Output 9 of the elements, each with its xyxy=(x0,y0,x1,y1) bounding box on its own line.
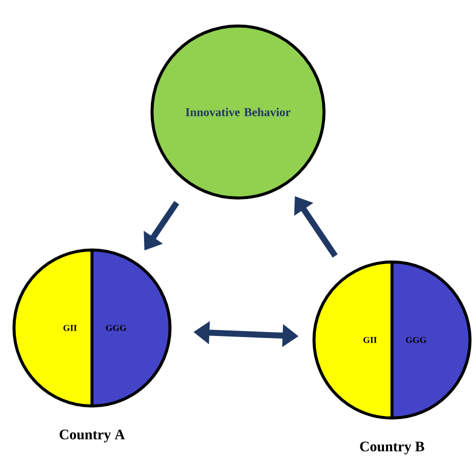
node-label: GGG xyxy=(106,324,126,332)
node-label: GGG xyxy=(406,336,426,344)
circle-node xyxy=(312,260,472,420)
node-label: GII xyxy=(363,336,377,344)
country-caption: Country A xyxy=(60,430,125,442)
circle-node xyxy=(12,248,172,408)
circle-node: Innovative Behavior xyxy=(150,24,326,200)
country-caption: Country B xyxy=(360,442,424,454)
node-label: GII xyxy=(63,324,77,332)
